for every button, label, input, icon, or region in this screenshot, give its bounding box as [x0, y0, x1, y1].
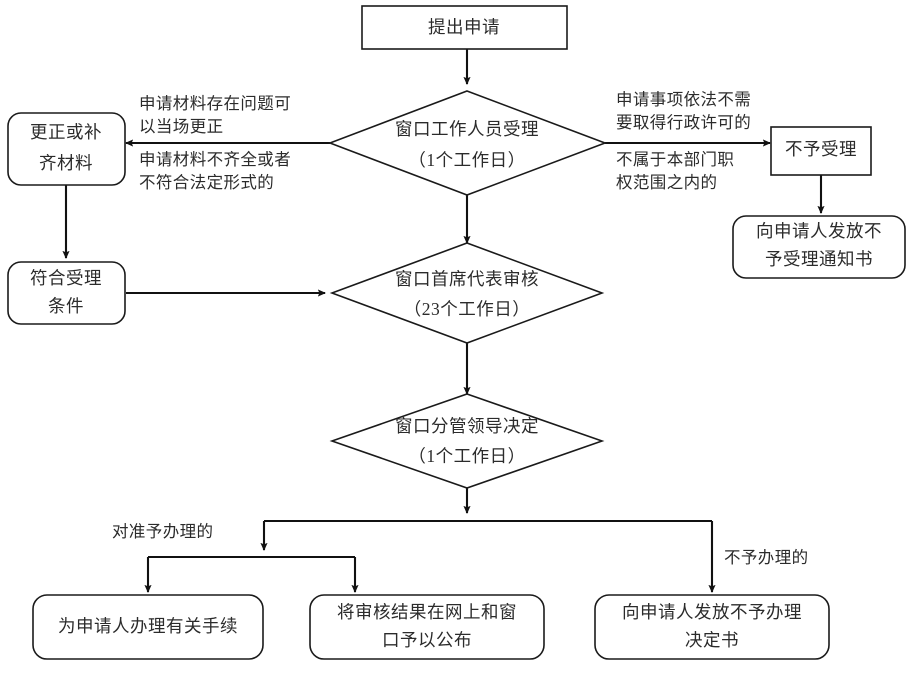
node-correct-materials[interactable]: 更正或补 齐材料: [7, 112, 126, 186]
node-issue-refusal-decision[interactable]: 向申请人发放不予办理 决定书: [594, 594, 830, 660]
chief-review-diamond[interactable]: [329, 242, 605, 344]
correct-materials-label-line1: 更正或补: [30, 122, 102, 142]
edge-label-refuse: 不予办理的: [724, 548, 809, 567]
issue-refusal-decision-label-line1: 向申请人发放不予办理: [622, 602, 802, 622]
chief-review-label-line1: 窗口首席代表审核: [395, 269, 539, 289]
node-issue-rejection-notice[interactable]: 向申请人发放不 予受理通知书: [732, 215, 906, 279]
not-accepted-label: 不予受理: [785, 139, 857, 159]
node-submit-application[interactable]: 提出申请: [361, 5, 568, 50]
staff-acceptance-label-line2: （1个工作日）: [408, 150, 525, 170]
submit-application-box[interactable]: [361, 5, 568, 50]
leader-decision-diamond[interactable]: [329, 393, 605, 489]
node-leader-decision[interactable]: 窗口分管领导决定 （1个工作日）: [329, 393, 605, 489]
edge-label-left-upper-line1: 申请材料存在问题可: [139, 94, 291, 113]
edge-label-layer: 申请材料存在问题可 以当场更正 申请材料不齐全或者 不符合法定形式的 申请事项依…: [112, 90, 809, 567]
issue-rejection-notice-label-line1: 向申请人发放不: [756, 221, 882, 241]
submit-application-label: 提出申请: [428, 17, 500, 37]
edge-label-right-lower-line2: 权范围之内的: [616, 173, 717, 192]
edge-label-right-upper-line1: 申请事项依法不需: [616, 90, 751, 109]
meets-conditions-label-line2: 条件: [48, 296, 84, 316]
publish-result-label-line1: 将审核结果在网上和窗: [337, 602, 517, 622]
edge-label-right-upper-line2: 要取得行政许可的: [616, 113, 751, 132]
process-formalities-label: 为申请人办理有关手续: [58, 616, 238, 636]
staff-acceptance-diamond[interactable]: [327, 90, 608, 196]
correct-materials-label-line2: 齐材料: [39, 153, 93, 173]
node-staff-acceptance[interactable]: 窗口工作人员受理 （1个工作日）: [327, 90, 608, 196]
issue-refusal-decision-box[interactable]: [594, 594, 830, 660]
leader-decision-label-line1: 窗口分管领导决定: [395, 416, 539, 436]
node-not-accepted[interactable]: 不予受理: [770, 126, 872, 176]
process-formalities-box[interactable]: [32, 594, 264, 660]
meets-conditions-box[interactable]: [7, 261, 126, 325]
node-publish-result[interactable]: 将审核结果在网上和窗 口予以公布: [309, 594, 545, 660]
edge-label-left-upper-line2: 以当场更正: [139, 117, 224, 136]
chief-review-label-line2: （23个工作日）: [404, 299, 531, 319]
leader-decision-label-line2: （1个工作日）: [408, 446, 525, 466]
publish-result-box[interactable]: [309, 594, 545, 660]
edge-label-left-lower-line2: 不符合法定形式的: [139, 173, 274, 192]
issue-rejection-notice-box[interactable]: [732, 215, 906, 279]
node-meets-conditions[interactable]: 符合受理 条件: [7, 261, 126, 325]
issue-rejection-notice-label-line2: 予受理通知书: [765, 249, 873, 269]
edge-label-right-lower-line1: 不属于本部门职: [616, 150, 734, 169]
staff-acceptance-label-line1: 窗口工作人员受理: [395, 119, 539, 139]
connector-layer: [62, 49, 825, 594]
issue-refusal-decision-label-line2: 决定书: [685, 630, 739, 650]
correct-materials-box[interactable]: [7, 112, 126, 186]
meets-conditions-label-line1: 符合受理: [30, 268, 102, 288]
edge-label-left-lower-line1: 申请材料不齐全或者: [139, 150, 291, 169]
publish-result-label-line2: 口予以公布: [382, 630, 472, 650]
node-process-formalities[interactable]: 为申请人办理有关手续: [32, 594, 264, 660]
not-accepted-box[interactable]: [770, 126, 872, 176]
node-chief-review[interactable]: 窗口首席代表审核 （23个工作日）: [329, 242, 605, 344]
edge-label-approve: 对准予办理的: [112, 522, 213, 541]
